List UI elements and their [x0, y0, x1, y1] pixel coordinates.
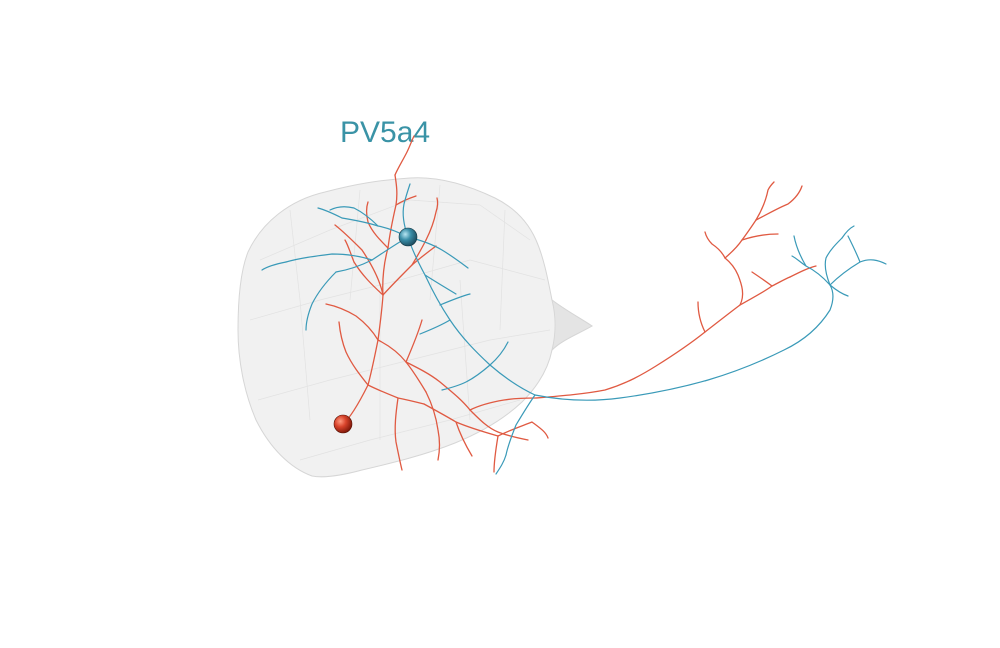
mesh-facet-line — [289, 209, 301, 301]
red-soma — [333, 414, 353, 434]
mesh-facet-line — [499, 209, 506, 331]
red-neuron-arbor — [325, 135, 817, 473]
mesh-facet-line — [257, 379, 331, 401]
mesh-facet-line — [399, 259, 471, 281]
mesh-facet-line — [329, 359, 411, 381]
blue-soma — [398, 227, 418, 247]
mesh-facet-line — [469, 259, 546, 281]
mesh-facet-line — [349, 189, 361, 301]
mesh-facet-line — [429, 184, 441, 301]
mesh-facet-line — [319, 279, 401, 301]
neuron-label: PV5a4 — [340, 116, 431, 149]
blue-neuron-arbor — [261, 183, 887, 475]
mesh-facet-line — [299, 439, 371, 461]
mesh-facet-line — [459, 279, 471, 421]
mesh-ridge — [551, 298, 593, 352]
mesh-facet-line — [409, 339, 491, 361]
mesh-facets — [249, 184, 551, 461]
mesh-facet-line — [249, 299, 321, 321]
mesh-facet-line — [479, 204, 531, 241]
mesh-facet-line — [449, 399, 521, 421]
brain-mesh — [237, 177, 593, 478]
mesh-facet-line — [299, 299, 311, 421]
mesh-facet-line — [489, 329, 551, 341]
mesh-facet-line — [259, 229, 331, 261]
mesh-facet-line — [409, 199, 481, 206]
